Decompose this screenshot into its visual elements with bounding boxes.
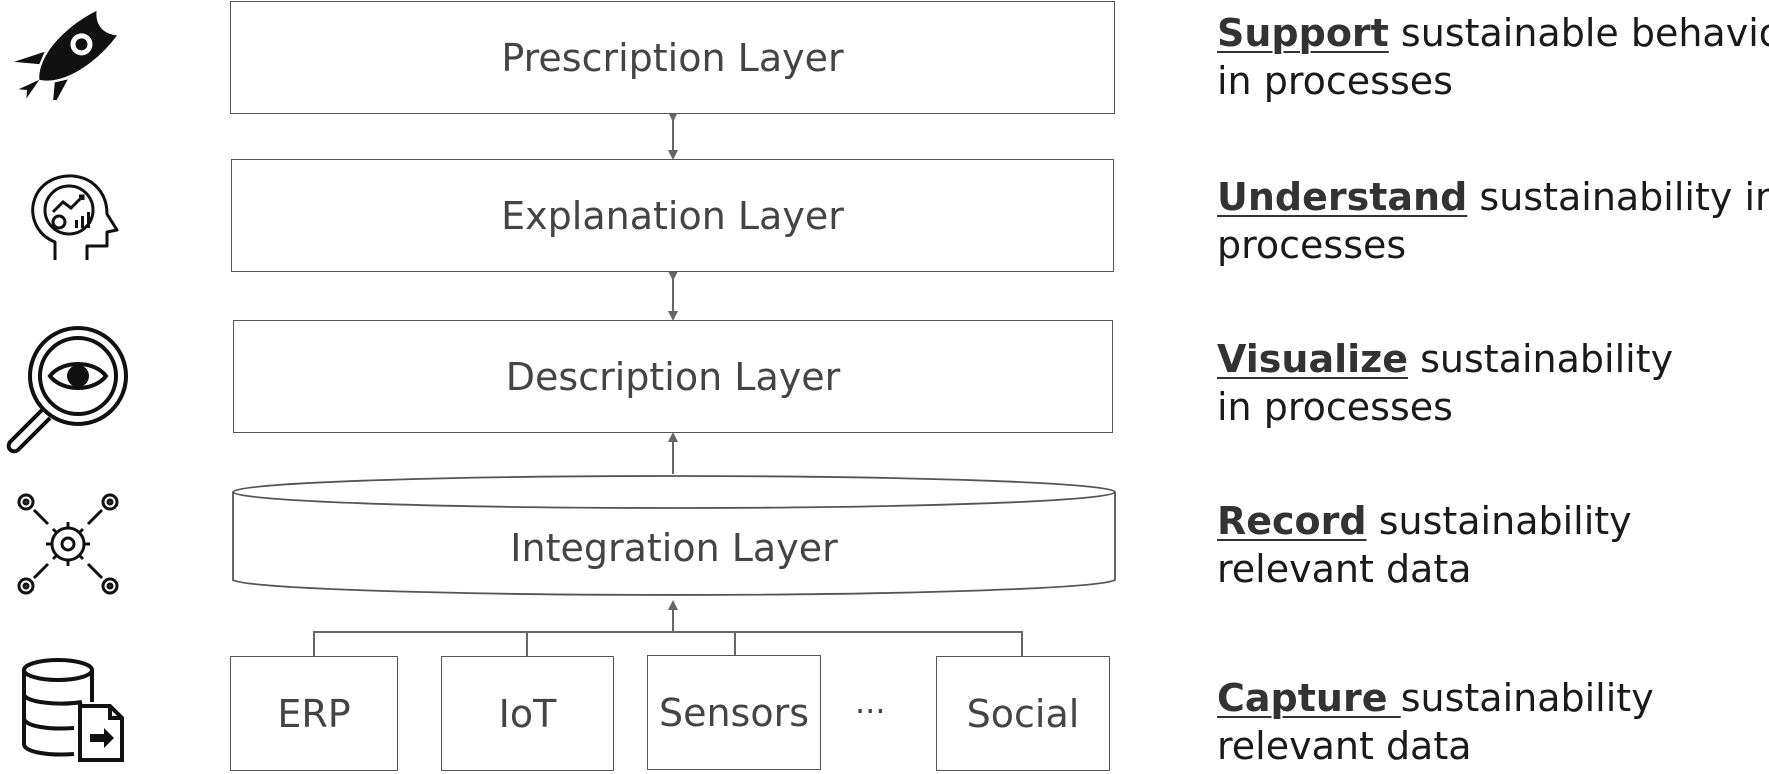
verb: Support bbox=[1217, 11, 1389, 55]
verb: Understand bbox=[1217, 175, 1468, 219]
explanation-layer-label: Explanation Layer bbox=[501, 193, 844, 238]
source-bus bbox=[313, 631, 1023, 660]
description-layer-label: Description Layer bbox=[505, 354, 841, 399]
description-record: Record sustainability relevant data bbox=[1217, 499, 1632, 591]
database-file-icon bbox=[22, 658, 124, 762]
description-capture: Capture sustainability relevant data bbox=[1217, 676, 1654, 768]
verb: Record bbox=[1217, 499, 1367, 543]
source-label: Social bbox=[966, 691, 1080, 736]
source-label: IoT bbox=[498, 691, 557, 736]
head-analytics-icon bbox=[31, 174, 119, 260]
rocket-icon bbox=[13, 10, 118, 100]
source-iot: IoT bbox=[441, 656, 614, 771]
magnifier-eye-icon bbox=[6, 326, 128, 454]
source-label: ERP bbox=[277, 691, 351, 736]
description-understand: Understand sustainability in processes bbox=[1217, 175, 1769, 267]
source-erp: ERP bbox=[230, 656, 398, 771]
source-social: Social bbox=[936, 656, 1110, 771]
explanation-layer-box: Explanation Layer bbox=[231, 159, 1114, 272]
gear-network-icon bbox=[17, 493, 119, 595]
source-label: Sensors bbox=[658, 690, 810, 735]
prescription-layer-box: Prescription Layer bbox=[230, 1, 1115, 114]
description-support: Support sustainable behaviour in process… bbox=[1217, 11, 1769, 103]
description-visualize: Visualize sustainability in processes bbox=[1217, 337, 1674, 429]
source-sensors: Sensors bbox=[647, 655, 821, 770]
integration-layer-cylinder bbox=[232, 475, 1116, 596]
prescription-layer-label: Prescription Layer bbox=[501, 35, 844, 80]
verb: Visualize bbox=[1217, 337, 1409, 381]
integration-layer-label: Integration Layer bbox=[510, 525, 838, 570]
description-layer-box: Description Layer bbox=[233, 320, 1113, 433]
more-sources-ellipsis: ··· bbox=[855, 692, 886, 730]
verb: Capture bbox=[1217, 676, 1401, 720]
